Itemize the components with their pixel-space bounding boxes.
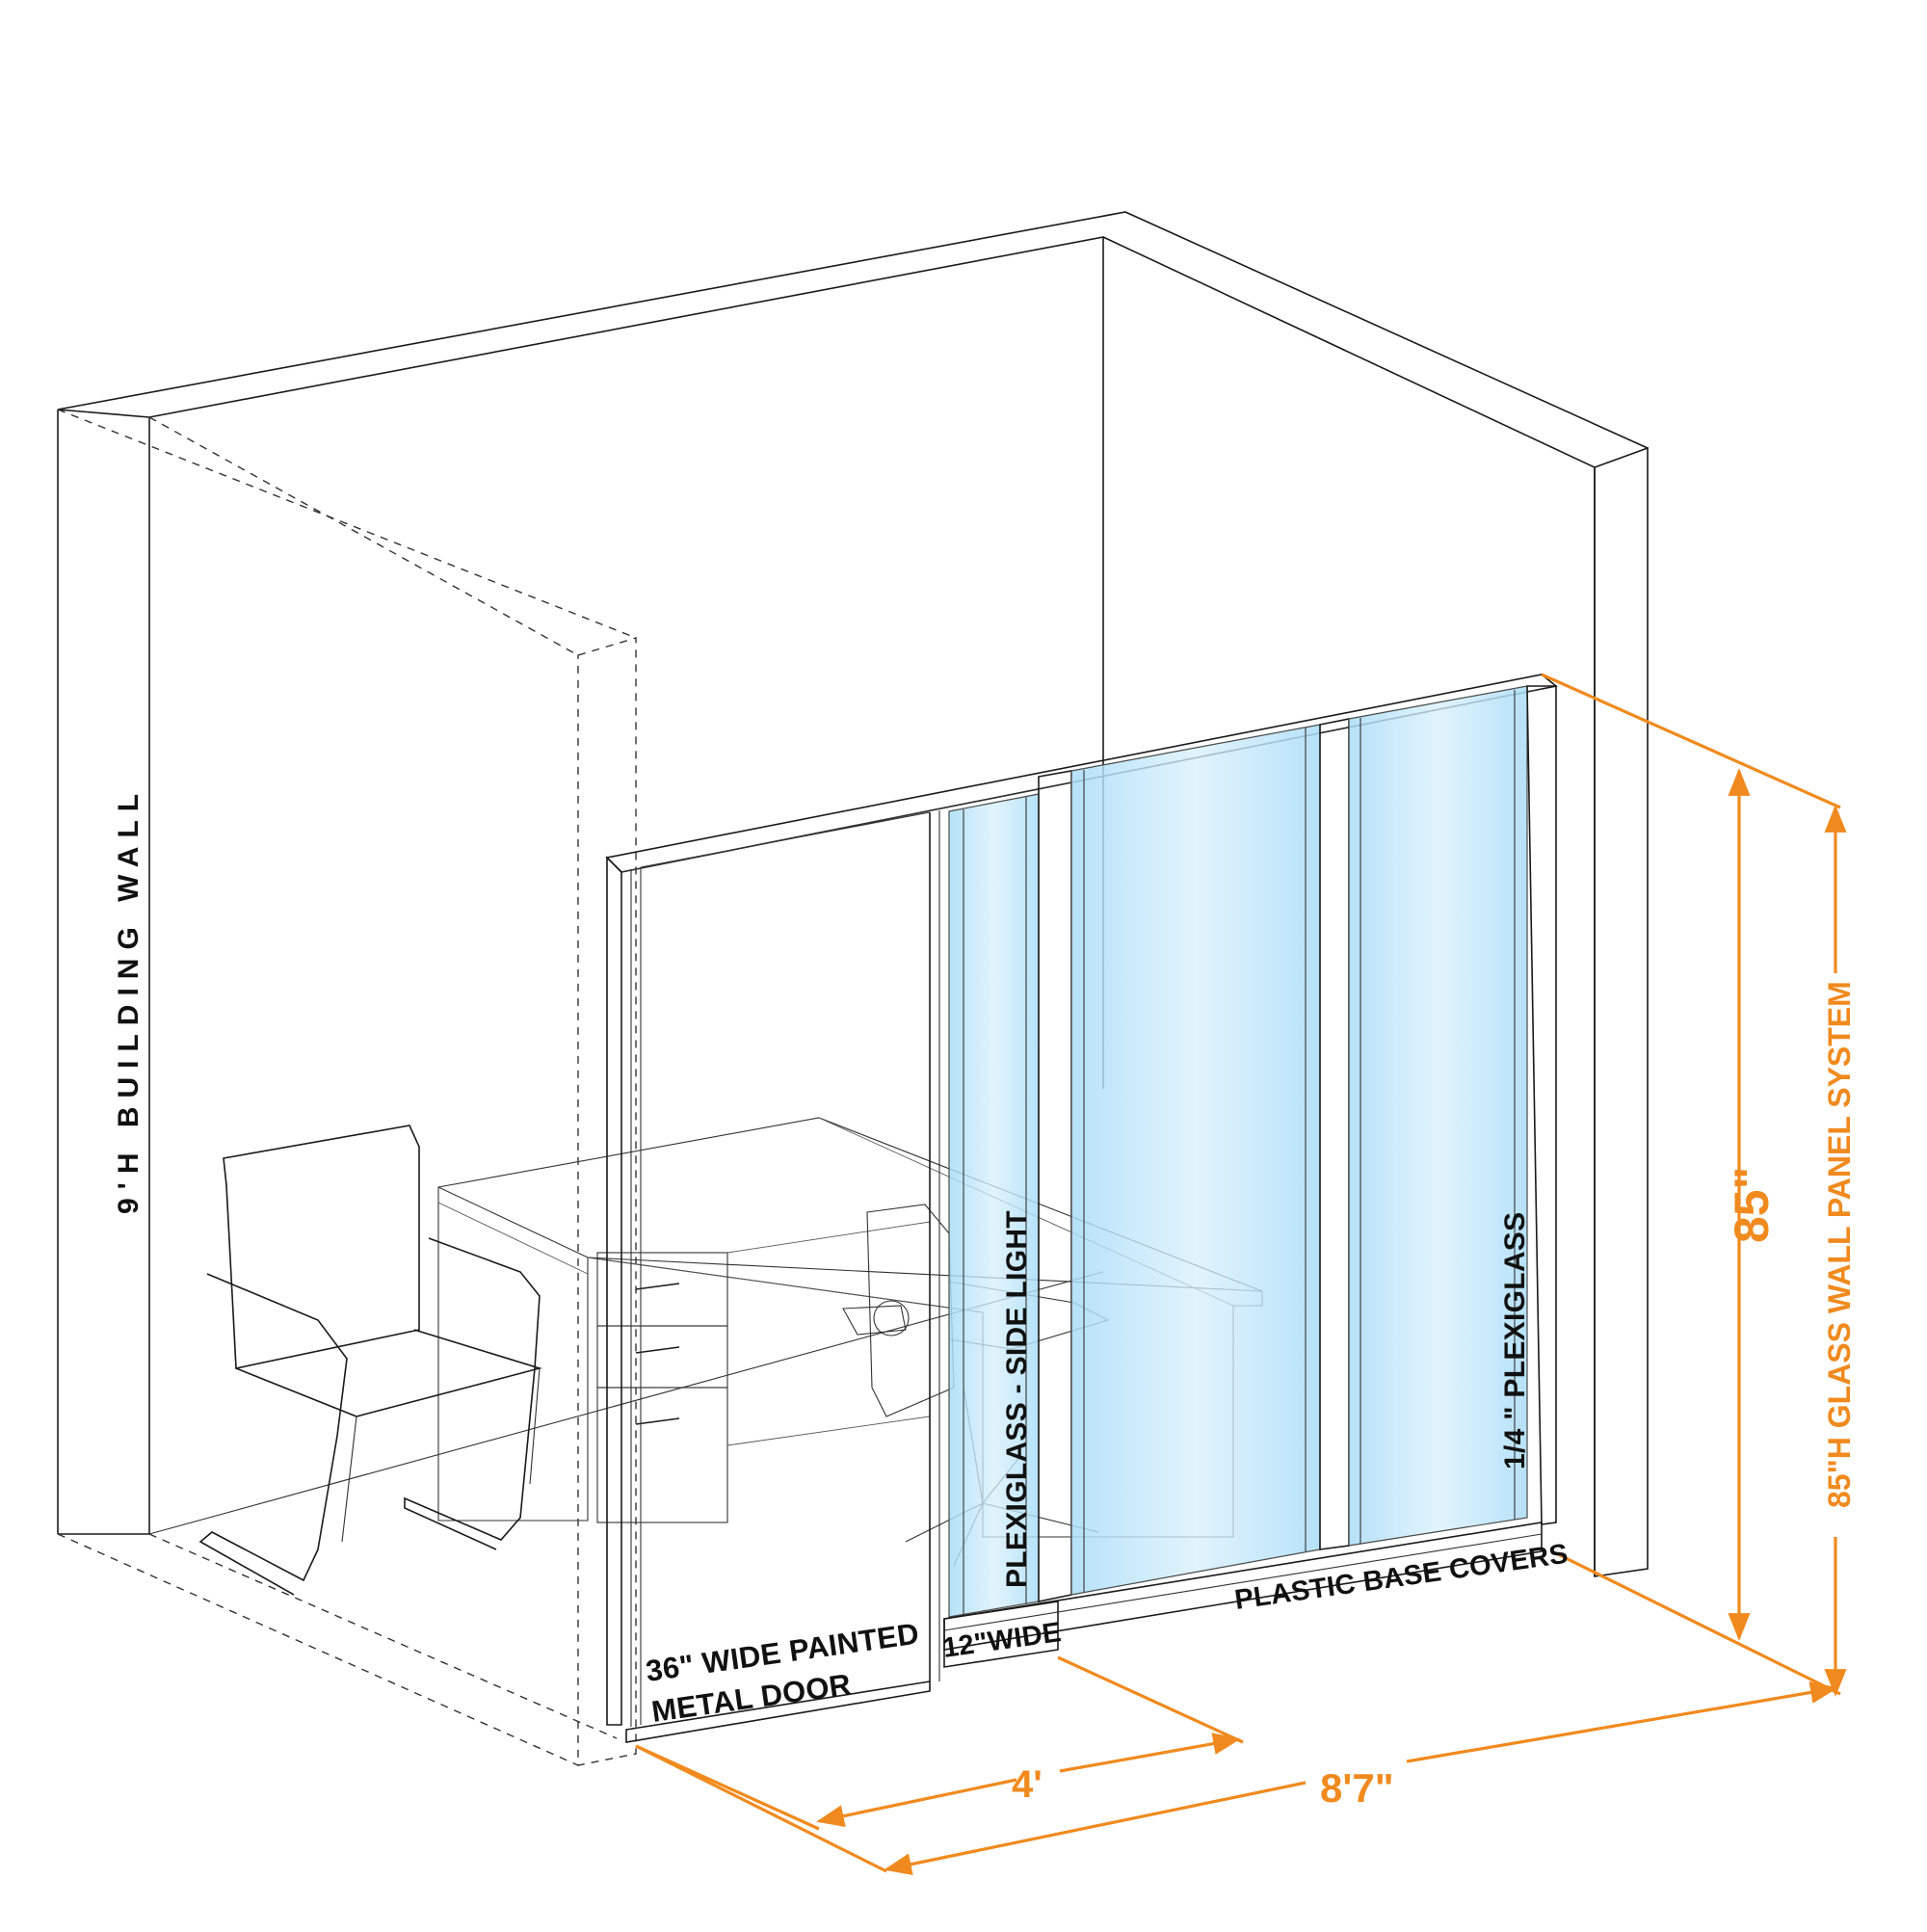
center-glass-panel (1070, 724, 1321, 1596)
system-height-label: 85"H GLASS WALL PANEL SYSTEM (1822, 981, 1857, 1508)
building-walls (57, 211, 1649, 1766)
dimension-lines (635, 673, 1847, 1876)
building-wall-label: 9'H BUILDING WALL (113, 785, 145, 1214)
side-light-label: PLEXIGLASS - SIDE LIGHT (1001, 1210, 1033, 1588)
visitor-chair (198, 1125, 542, 1596)
side-light-width-label: 12"WIDE (941, 1617, 1064, 1664)
height-dimension: 85" (1725, 1167, 1779, 1243)
width-dimension: 8'7" (1320, 1765, 1394, 1811)
depth-dimension: 4' (1012, 1763, 1043, 1806)
right-glass-panel (1348, 685, 1528, 1547)
plexiglass-label: 1/4 " PLEXIGLASS (1499, 1212, 1531, 1469)
panel-system (605, 674, 1558, 1743)
